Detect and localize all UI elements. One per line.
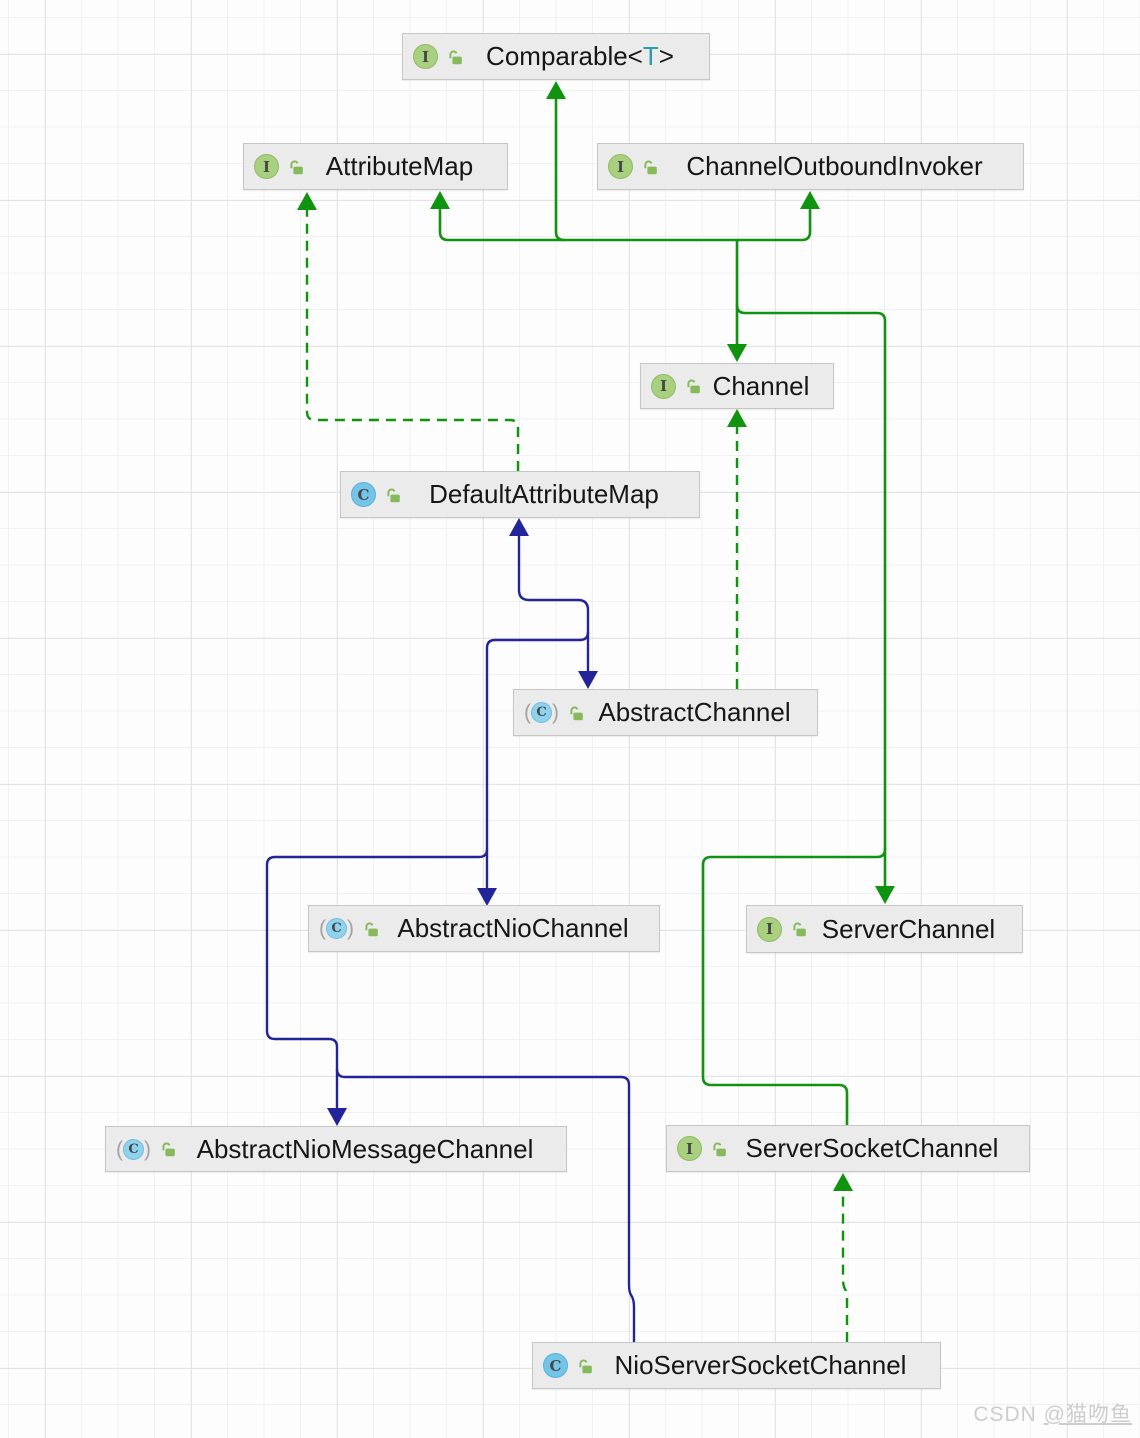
- open-lock-icon: [791, 921, 807, 937]
- edge-class-extends-bundle: [265, 534, 636, 1344]
- type-parameter: T: [642, 41, 659, 71]
- node-comparable[interactable]: I Comparable<T>: [402, 33, 710, 80]
- interface-icon: I: [413, 44, 438, 69]
- class-name-label: NioServerSocketChannel: [614, 1350, 907, 1380]
- interface-icon: I: [608, 154, 633, 179]
- open-lock-icon: [568, 705, 584, 721]
- watermark-username: @猫吻鱼: [1043, 1403, 1132, 1426]
- class-icon: C: [543, 1353, 568, 1378]
- blue-arrowheads: [327, 518, 598, 1126]
- open-lock-icon: [363, 921, 379, 937]
- interface-icon: I: [677, 1136, 702, 1161]
- class-name-label: AbstractNioMessageChannel: [196, 1133, 534, 1164]
- interface-icon: I: [757, 916, 782, 942]
- node-channel[interactable]: I Channel: [640, 363, 834, 409]
- node-abstractniochannel[interactable]: (C) AbstractNioChannel: [308, 905, 660, 952]
- open-lock-icon: [288, 159, 304, 175]
- node-channeloutboundinvoker[interactable]: I ChannelOutboundInvoker: [597, 143, 1024, 190]
- edge-implements-dashed: [305, 210, 849, 1342]
- abstract-class-icon: (C): [116, 1137, 151, 1161]
- node-defaultattributemap[interactable]: C DefaultAttributeMap: [340, 471, 700, 518]
- node-nioserversocketchannel[interactable]: C NioServerSocketChannel: [532, 1342, 941, 1389]
- edge-nioserversocketchannel-implements-serversocketchannel: [841, 1191, 849, 1342]
- node-serversocketchannel[interactable]: I ServerSocketChannel: [666, 1125, 1030, 1172]
- interface-icon: I: [651, 373, 676, 399]
- open-lock-icon: [685, 378, 701, 394]
- edge-interface-extends-bundle: [438, 97, 887, 1128]
- interface-icon: I: [254, 154, 279, 179]
- open-lock-icon: [160, 1141, 176, 1157]
- class-name-label: AbstractNioChannel: [397, 913, 629, 943]
- node-attributemap[interactable]: I AttributeMap: [243, 143, 508, 190]
- open-lock-icon: [385, 487, 401, 503]
- class-icon: C: [351, 482, 376, 507]
- abstract-class-icon: (C): [524, 701, 559, 724]
- green-arrowheads: [297, 81, 895, 1191]
- node-serverchannel[interactable]: I ServerChannel: [746, 905, 1023, 953]
- class-name-label: Channel: [712, 370, 810, 401]
- open-lock-icon: [577, 1358, 593, 1374]
- edge-defaultattributemap-implements-attributemap: [305, 210, 520, 471]
- class-name-label: ServerChannel: [821, 913, 996, 944]
- open-lock-icon: [447, 49, 463, 65]
- node-abstractniomessagechannel[interactable]: (C) AbstractNioMessageChannel: [105, 1126, 567, 1172]
- class-name-label: AbstractChannel: [598, 697, 791, 727]
- open-lock-icon: [711, 1141, 727, 1157]
- node-abstractchannel[interactable]: (C) AbstractChannel: [513, 689, 818, 736]
- abstract-class-icon: (C): [319, 917, 354, 940]
- open-lock-icon: [642, 159, 658, 175]
- watermark: CSDN @猫吻鱼: [973, 1403, 1132, 1426]
- class-name-label: AttributeMap: [325, 151, 474, 181]
- class-name-label: DefaultAttributeMap: [429, 479, 659, 509]
- class-name-label: Comparable<T>: [486, 41, 674, 71]
- class-name-label: ServerSocketChannel: [745, 1133, 999, 1163]
- class-name-label: ChannelOutboundInvoker: [686, 151, 983, 181]
